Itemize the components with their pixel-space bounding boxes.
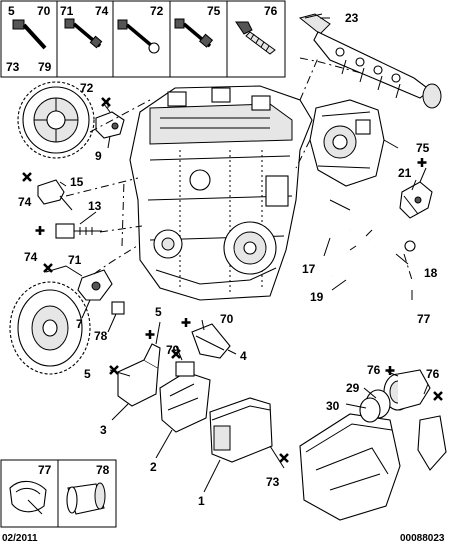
- sensor-15: [37, 179, 73, 211]
- crankshaft-target-wheel: [9, 281, 91, 375]
- callout-label: 71: [60, 4, 74, 18]
- ecu-bracket-4: [191, 323, 231, 359]
- air-flow-meter: [359, 369, 431, 423]
- x-marker-icon: [43, 263, 53, 273]
- callout-label: 9: [95, 149, 102, 163]
- callout-label: 77: [417, 312, 431, 326]
- callout-label: 79: [166, 343, 180, 357]
- legend-box: 77 78: [0, 459, 117, 528]
- callout-label: 71: [68, 253, 82, 267]
- bolt-icon: [12, 19, 47, 50]
- plus-marker-icon: [145, 330, 155, 339]
- fasteners-box: 5 70 71 74 72 75 76 73 79: [0, 0, 286, 78]
- callout-label: 73: [266, 475, 280, 489]
- callout-label: 5: [84, 367, 91, 381]
- x-marker-icon: [22, 172, 32, 182]
- callout-label: 74: [24, 250, 38, 264]
- high-pressure-pump: [309, 99, 399, 187]
- self-tapping-screw-icon: [235, 21, 276, 55]
- footer-date: 02/2011: [2, 533, 38, 544]
- callout-label: 74: [95, 4, 109, 18]
- plus-marker-icon: [417, 158, 427, 167]
- sensor-13: [55, 223, 102, 239]
- callout-label: 5: [155, 305, 162, 319]
- callout-label: 1: [198, 494, 205, 508]
- callout-label: 75: [207, 4, 221, 18]
- sensor-9: [95, 103, 125, 139]
- callout-label: 30: [326, 399, 340, 413]
- callout-label: 5: [8, 4, 15, 18]
- callout-labels: 23 72 9 15 74 13 74 71 7 78 75 21 17 18 …: [18, 11, 440, 508]
- callout-label: 77: [38, 463, 52, 477]
- sensor-7: [77, 269, 113, 301]
- ecu-bracket-3: [117, 343, 161, 407]
- callout-label: 23: [345, 11, 359, 25]
- callout-label: 79: [38, 60, 52, 74]
- shim-78: [111, 301, 125, 315]
- bolt-icon: [117, 19, 160, 54]
- callout-label: 15: [70, 175, 84, 189]
- callout-label: 7: [76, 317, 83, 331]
- engine-block: [129, 85, 313, 301]
- callout-label: 76: [367, 363, 381, 377]
- x-marker-icon: [171, 349, 181, 359]
- air-duct: [417, 415, 447, 471]
- callout-label: 76: [264, 4, 278, 18]
- plus-marker-icon: [181, 318, 191, 327]
- star-markers: [22, 97, 443, 463]
- clip-77-icon: [9, 480, 47, 515]
- fuel-pipes: [317, 199, 416, 285]
- sensor-21: [399, 181, 433, 219]
- callout-label: 72: [80, 81, 94, 95]
- bolt-icon: [64, 18, 103, 49]
- callout-label: 73: [6, 60, 20, 74]
- fuel-rail-sensor-assembly: [298, 13, 442, 109]
- x-marker-icon: [279, 453, 289, 463]
- callout-label: 4: [240, 349, 247, 363]
- callout-label: 29: [346, 381, 360, 395]
- ecu-bracket-2: [159, 361, 211, 433]
- callout-label: 13: [88, 199, 102, 213]
- x-marker-icon: [433, 391, 443, 401]
- callout-label: 17: [302, 262, 316, 276]
- air-filter-housing: [299, 413, 401, 521]
- plus-marker-icon: [385, 366, 395, 375]
- camshaft-sprocket: [17, 81, 95, 159]
- callout-label: 72: [150, 4, 164, 18]
- engine-control-unit: [209, 397, 273, 463]
- callout-label: 3: [100, 423, 107, 437]
- callout-label: 78: [94, 329, 108, 343]
- callout-label: 18: [424, 266, 438, 280]
- plus-marker-icon: [35, 226, 45, 235]
- callout-label: 70: [37, 4, 51, 18]
- sleeve-78-icon: [66, 482, 106, 515]
- callout-label: 75: [416, 141, 430, 155]
- callout-label: 21: [398, 166, 412, 180]
- x-marker-icon: [109, 365, 119, 375]
- callout-label: 78: [96, 463, 110, 477]
- callout-label: 2: [150, 460, 157, 474]
- callout-label: 19: [310, 290, 324, 304]
- x-marker-icon: [101, 97, 111, 107]
- connection-lines: [65, 57, 319, 275]
- footer-ref: 00088023: [400, 533, 445, 544]
- callout-label: 70: [220, 312, 234, 326]
- bolt-icon: [174, 18, 214, 48]
- callout-label: 76: [426, 367, 440, 381]
- callout-label: 74: [18, 195, 32, 209]
